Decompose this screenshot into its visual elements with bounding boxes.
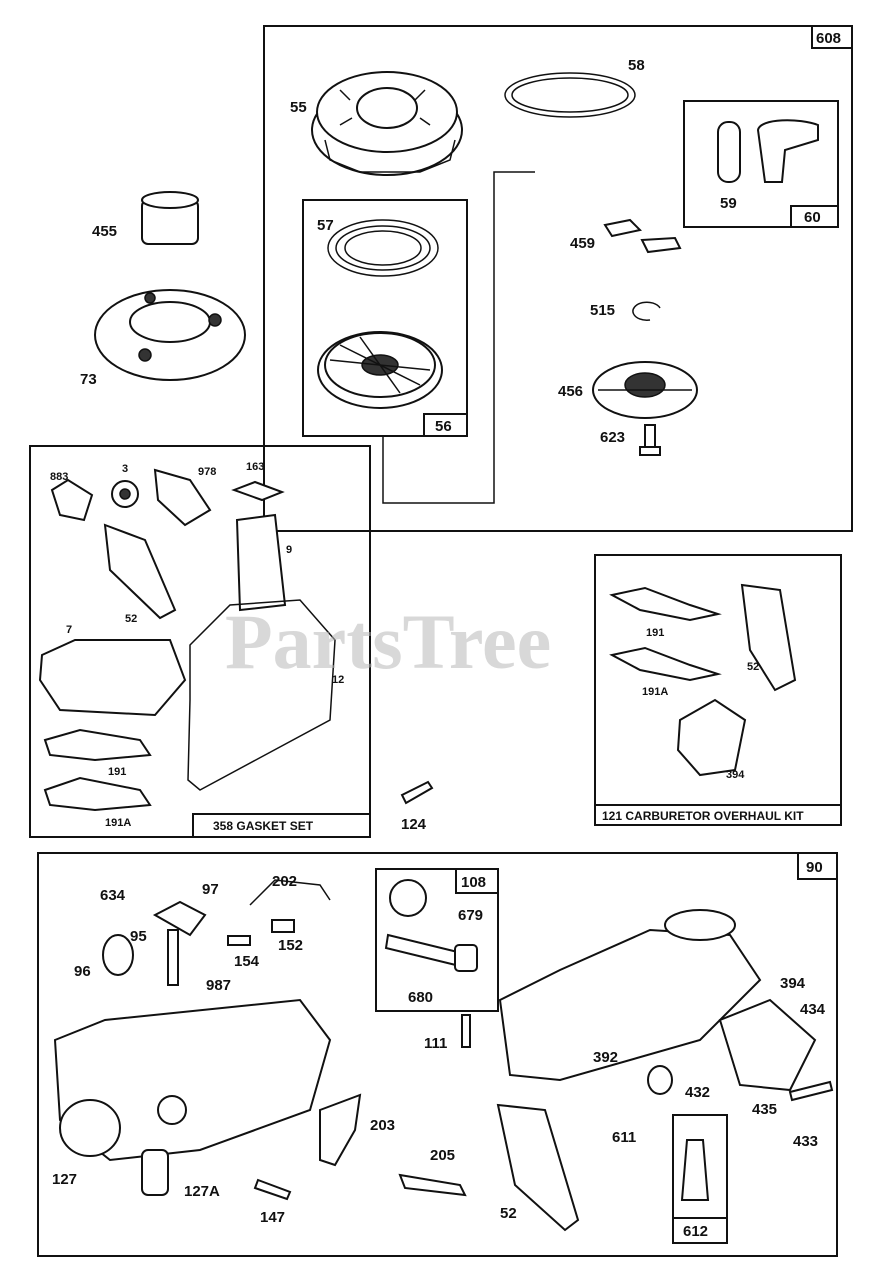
callout-127A: 127A: [184, 1183, 220, 1200]
callout-154: 154: [234, 953, 260, 970]
pawl-icon: [603, 218, 682, 254]
callout-202: 202: [272, 873, 297, 890]
callout-191A: 191A: [105, 817, 131, 829]
callout-634: 634: [100, 887, 126, 904]
rewind-spring-icon: [327, 219, 439, 277]
grip-box-label: 60: [804, 209, 821, 226]
callout-127: 127: [52, 1171, 77, 1188]
callout-163: 163: [246, 461, 264, 473]
spring-icon: [461, 1014, 471, 1048]
callout-623: 623: [600, 429, 625, 446]
carburetor-box-label-frame: [797, 852, 838, 880]
pulley-box-label-frame: [423, 413, 468, 437]
callout-191-kit: 191: [646, 627, 664, 639]
callout-111: 111: [424, 1035, 447, 1052]
pulley-box-label: 56: [435, 418, 452, 435]
callout-455: 455: [92, 223, 117, 240]
callout-434: 434: [800, 1001, 826, 1018]
retainer-clip-icon: [632, 301, 661, 321]
callout-55: 55: [290, 99, 307, 116]
callout-124: 124: [401, 816, 427, 833]
callout-191A-kit: 191A: [642, 686, 668, 698]
callout-432: 432: [685, 1084, 710, 1101]
callout-58: 58: [628, 57, 645, 74]
carburetor-box-label: 90: [806, 859, 823, 876]
needle-valve-icon: [384, 879, 478, 972]
starter-housing-icon: [311, 71, 463, 176]
starter-box-label: 608: [816, 30, 841, 47]
callout-394: 394: [780, 975, 806, 992]
callout-679: 679: [458, 907, 483, 924]
callout-459: 459: [570, 235, 595, 252]
callout-57: 57: [317, 217, 334, 234]
needle-section-frame: [375, 868, 499, 1012]
starter-section-frame: [263, 25, 853, 532]
grip-icon: [717, 119, 819, 183]
pulley-section-frame: [302, 199, 468, 437]
cup-icon: [141, 191, 199, 245]
screen-icon: [94, 289, 246, 381]
callout-147: 147: [260, 1209, 285, 1226]
starter-rope-icon: [504, 72, 636, 118]
starter-pulley-icon: [317, 331, 443, 409]
screw-icon: [639, 424, 661, 456]
carb-kit-label-frame: [594, 804, 842, 826]
carburetor-section-frame: [37, 852, 838, 1257]
gasket-kit-label-frame: [192, 813, 371, 838]
ratchet-icon: [592, 361, 698, 419]
callout-203: 203: [370, 1117, 395, 1134]
bolt-icon: [400, 780, 434, 805]
gasket-kit-label: 358 GASKET SET: [213, 819, 314, 833]
link-icon: [319, 1093, 362, 1167]
screw-433-icon: [788, 1080, 834, 1102]
tube-box-label-frame: [672, 1217, 728, 1244]
grip-section-frame: [683, 100, 839, 228]
callout-52-carb: 52: [500, 1205, 517, 1222]
callout-205: 205: [430, 1147, 455, 1164]
callout-9: 9: [286, 544, 292, 556]
callout-97: 97: [202, 881, 219, 898]
callout-987: 987: [206, 977, 231, 994]
pin-icon: [398, 1173, 467, 1197]
gasket-icon: [38, 468, 336, 812]
callout-515: 515: [590, 302, 615, 319]
screw-147-icon: [253, 1178, 292, 1201]
callout-59: 59: [720, 195, 737, 212]
callout-611: 611: [612, 1129, 636, 1146]
carburetor-icon: [53, 909, 817, 1232]
callout-978: 978: [198, 466, 216, 478]
needle-box-label: 108: [461, 874, 486, 891]
tube-box-label: 612: [683, 1223, 708, 1240]
starter-box-label-frame: [811, 25, 853, 49]
callout-433: 433: [793, 1133, 818, 1150]
callout-95: 95: [130, 928, 147, 945]
watermark: PartsTree: [225, 598, 551, 685]
callout-191: 191: [108, 766, 126, 778]
callout-52: 52: [125, 613, 137, 625]
callout-883: 883: [50, 471, 68, 483]
callout-435: 435: [752, 1101, 777, 1118]
callout-152: 152: [278, 937, 303, 954]
callout-392: 392: [593, 1049, 618, 1066]
callout-7: 7: [66, 624, 72, 636]
leader-line: [382, 171, 535, 504]
carb-kit-label: 121 CARBURETOR OVERHAUL KIT: [602, 809, 804, 823]
choke-parts-icon: [102, 879, 331, 986]
callout-456: 456: [558, 383, 583, 400]
carb-kit-parts-icon: [609, 583, 797, 777]
callout-73: 73: [80, 371, 97, 388]
callout-96: 96: [74, 963, 91, 980]
callout-3: 3: [122, 463, 128, 475]
callout-52-kit: 52: [747, 661, 759, 673]
grip-box-label-frame: [790, 205, 839, 228]
callout-12: 12: [332, 674, 344, 686]
needle-box-label-frame: [455, 868, 499, 894]
callout-680: 680: [408, 989, 433, 1006]
callout-394-kit: 394: [726, 769, 745, 781]
